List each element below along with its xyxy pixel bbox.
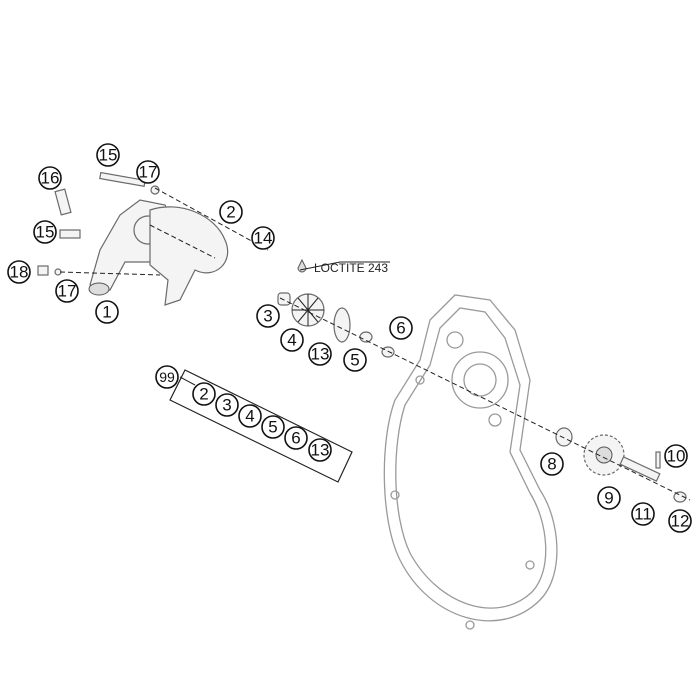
callout-18[interactable]: 18 [7, 260, 31, 284]
gasket [149, 206, 229, 306]
svg-text:4: 4 [287, 331, 296, 350]
callout-99[interactable]: 99 [155, 365, 179, 389]
kit-item-2[interactable]: 2 [192, 382, 216, 406]
engine-cover [383, 294, 558, 630]
svg-text:3: 3 [222, 396, 231, 415]
callout-14[interactable]: 14 [251, 226, 275, 250]
callout-13[interactable]: 13 [308, 342, 332, 366]
callout-10[interactable]: 10 [664, 444, 688, 468]
kit-item-5[interactable]: 5 [261, 415, 285, 439]
svg-text:8: 8 [547, 455, 556, 474]
callouts: 15 17 16 2 15 14 18 17 1 3 4 13 5 6 99 8… [7, 143, 692, 533]
callout-6[interactable]: 6 [389, 316, 413, 340]
callout-3[interactable]: 3 [256, 304, 280, 328]
callout-1[interactable]: 1 [95, 300, 119, 324]
center-lines [59, 187, 691, 501]
svg-text:1: 1 [102, 303, 111, 322]
svg-text:17: 17 [139, 163, 158, 182]
callout-17b[interactable]: 17 [55, 279, 79, 303]
svg-text:18: 18 [10, 263, 29, 282]
svg-text:13: 13 [311, 441, 330, 460]
bolts [37, 171, 160, 276]
impeller-assembly [277, 258, 687, 503]
callout-15b[interactable]: 15 [33, 220, 57, 244]
svg-text:2: 2 [226, 203, 235, 222]
loctite-note: LOCTITE 243 [314, 261, 388, 275]
svg-text:3: 3 [263, 307, 272, 326]
svg-text:6: 6 [291, 429, 300, 448]
svg-text:14: 14 [254, 229, 273, 248]
kit-item-3[interactable]: 3 [215, 393, 239, 417]
callout-4[interactable]: 4 [280, 328, 304, 352]
svg-text:12: 12 [671, 512, 690, 531]
svg-text:5: 5 [350, 351, 359, 370]
svg-text:17: 17 [58, 282, 77, 301]
callout-16[interactable]: 16 [38, 166, 62, 190]
callout-17[interactable]: 17 [136, 160, 160, 184]
kit-item-13[interactable]: 13 [308, 438, 332, 462]
kit-box [169, 369, 353, 483]
callout-12[interactable]: 12 [668, 509, 692, 533]
svg-text:10: 10 [667, 447, 686, 466]
kit-item-4[interactable]: 4 [238, 404, 262, 428]
svg-text:11: 11 [634, 505, 652, 524]
callout-8[interactable]: 8 [540, 452, 564, 476]
svg-text:15: 15 [36, 223, 55, 242]
svg-text:4: 4 [245, 407, 254, 426]
kit-item-6[interactable]: 6 [284, 426, 308, 450]
svg-text:13: 13 [311, 345, 330, 364]
svg-text:9: 9 [604, 489, 613, 508]
svg-text:5: 5 [268, 418, 277, 437]
leader-lines [179, 261, 390, 386]
callout-5[interactable]: 5 [343, 348, 367, 372]
svg-text:2: 2 [199, 385, 208, 404]
svg-text:16: 16 [41, 169, 60, 188]
callout-15[interactable]: 15 [96, 143, 120, 167]
callout-9[interactable]: 9 [597, 486, 621, 510]
svg-text:99: 99 [159, 369, 175, 385]
callout-11[interactable]: 11 [631, 502, 655, 526]
svg-text:6: 6 [396, 319, 405, 338]
svg-text:15: 15 [99, 146, 118, 165]
callout-2[interactable]: 2 [219, 200, 243, 224]
